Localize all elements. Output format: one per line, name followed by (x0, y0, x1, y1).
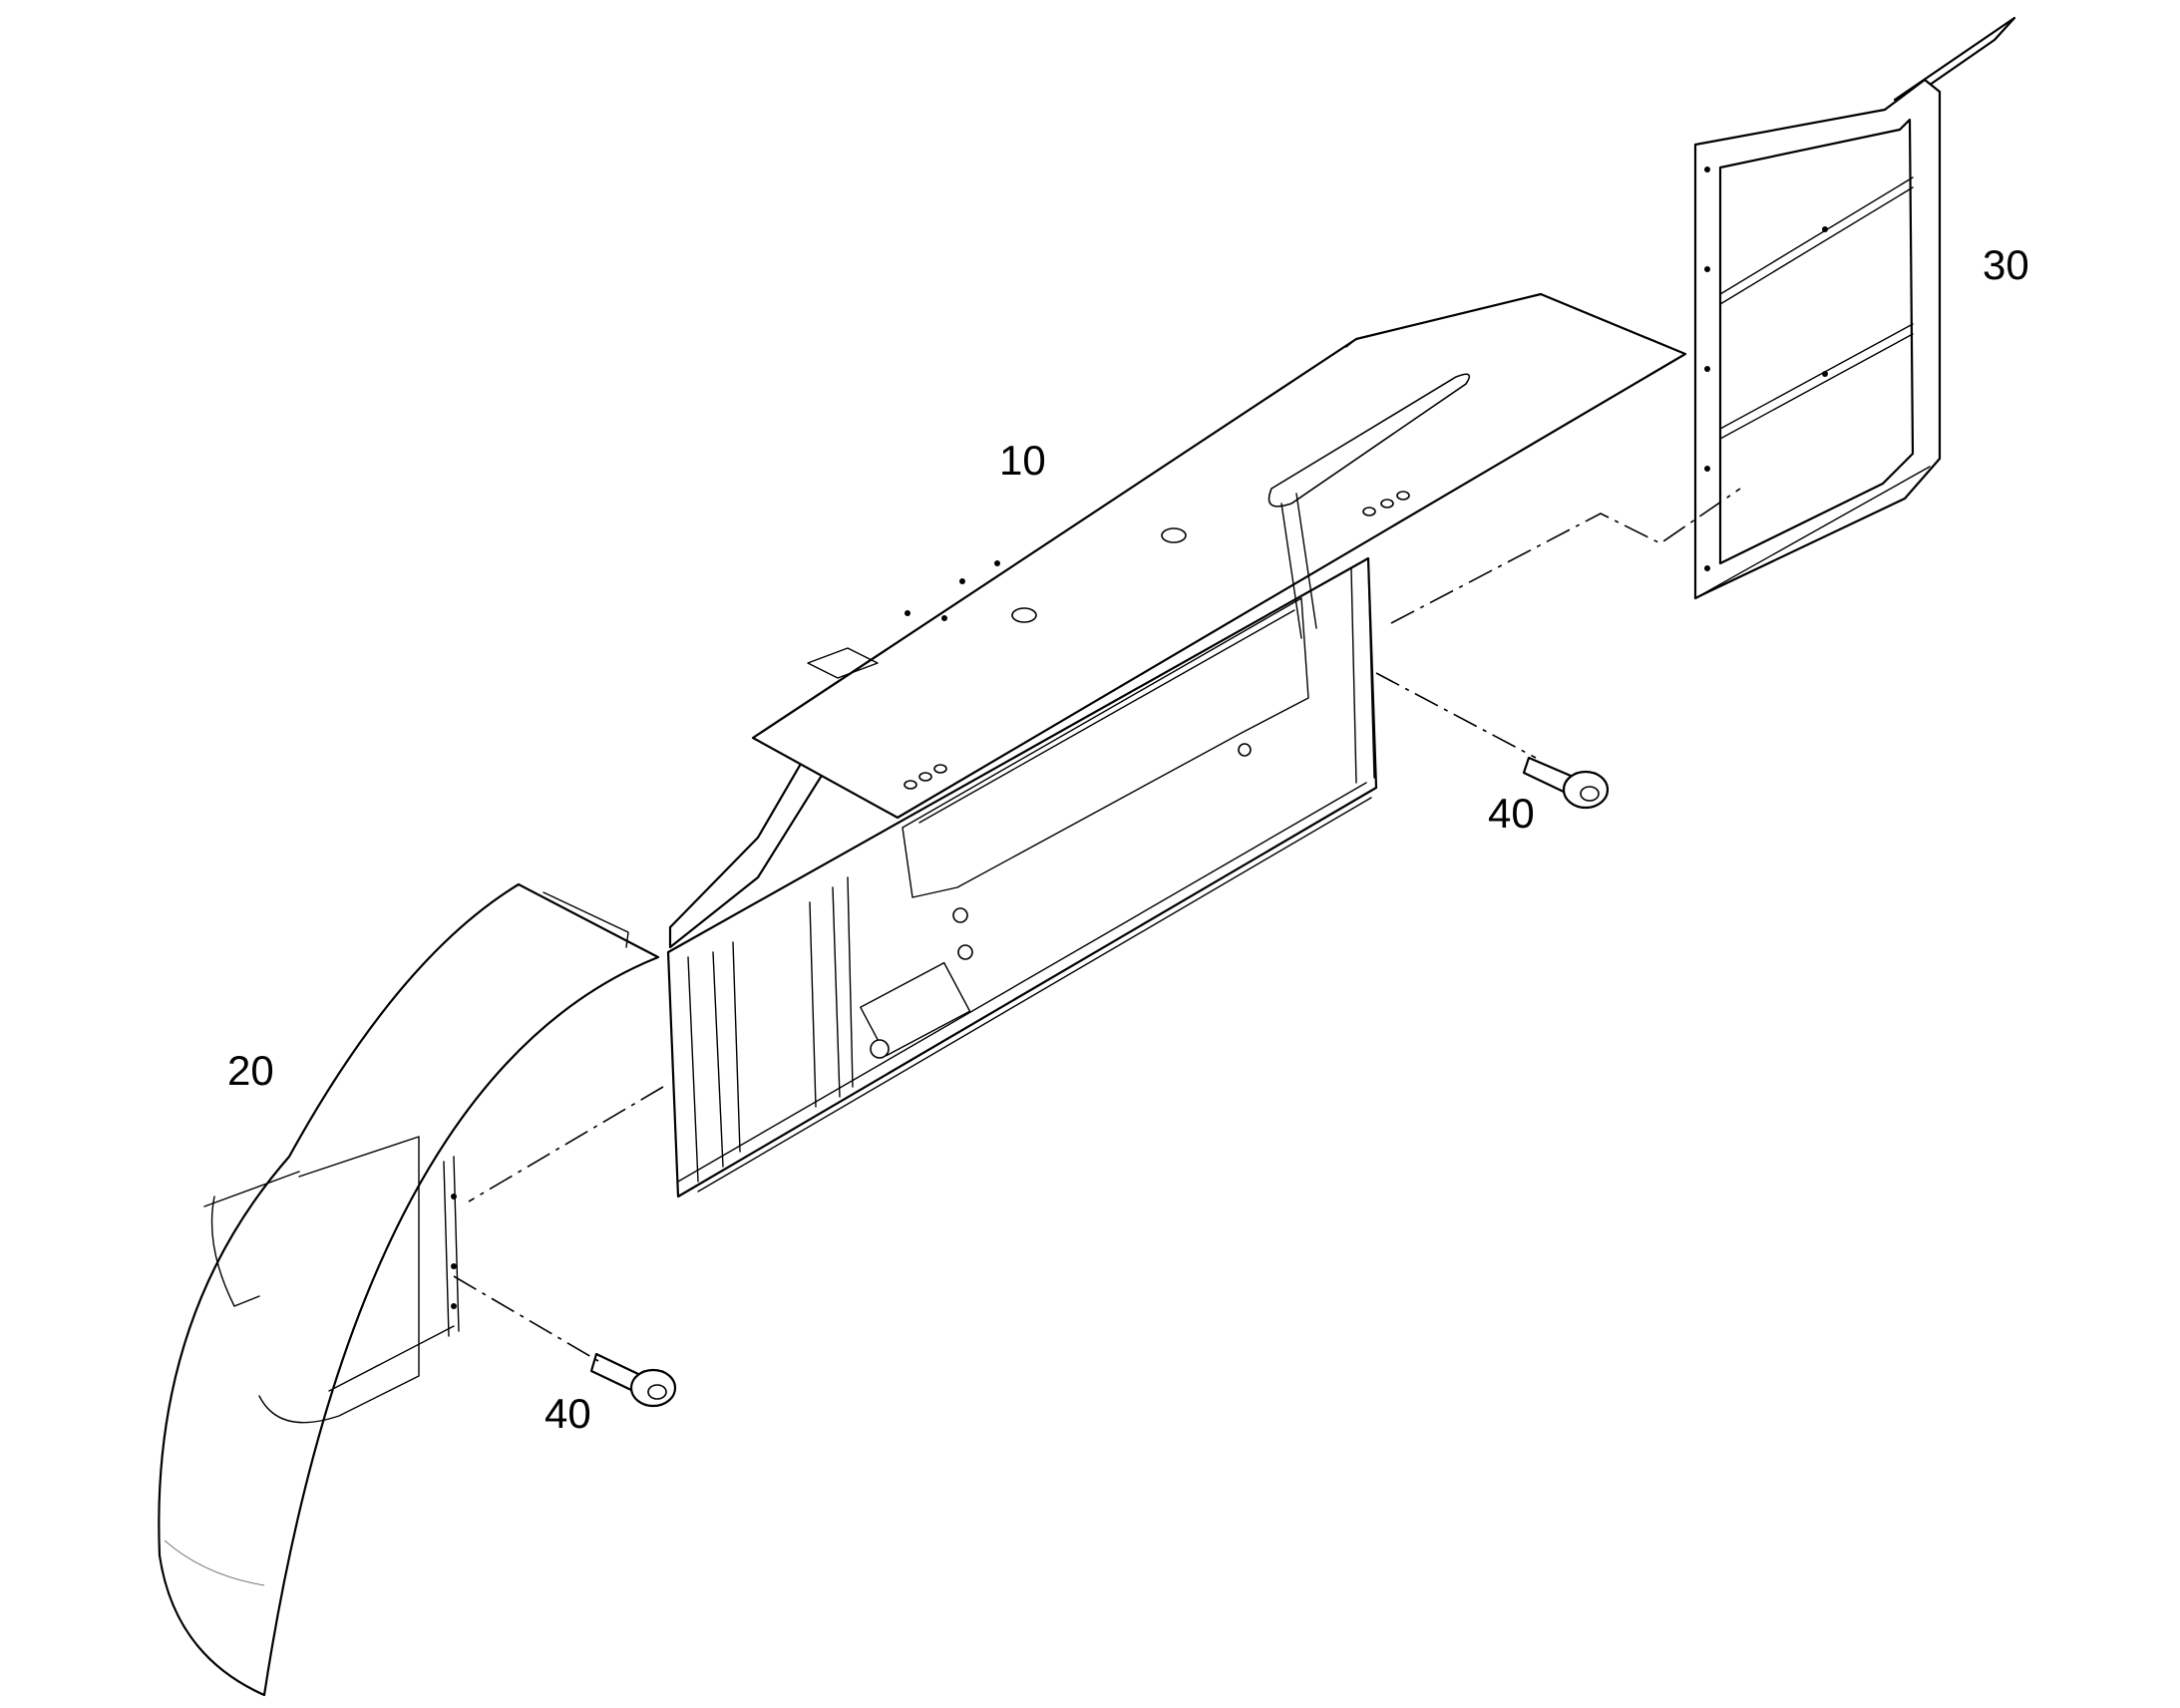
part-20-fairing (158, 882, 660, 1697)
part-30-frame (1693, 16, 2016, 600)
part-10-panel (666, 292, 1687, 1198)
callout-40-left: 40 (545, 1390, 591, 1437)
callout-labels: 10 20 30 40 40 (227, 241, 2029, 1437)
part-40-bolt-left (589, 1352, 677, 1408)
callout-10: 10 (999, 437, 1046, 484)
callout-20: 20 (227, 1047, 274, 1094)
callout-40-right: 40 (1488, 790, 1535, 837)
part-40-bolt-right (1522, 756, 1610, 810)
callout-30: 30 (1983, 241, 2029, 288)
assembly-leader-lines (453, 488, 1741, 1362)
